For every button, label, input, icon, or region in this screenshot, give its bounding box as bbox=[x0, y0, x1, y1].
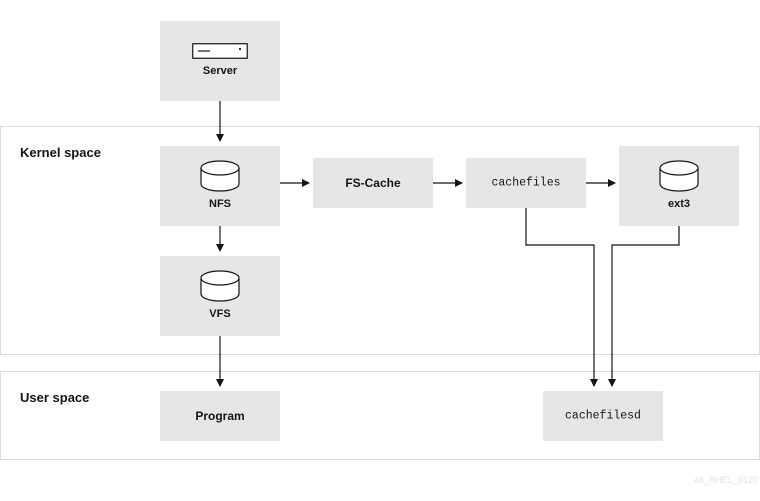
ext3-node: ext3 bbox=[619, 146, 739, 226]
server-node: Server bbox=[160, 21, 280, 101]
nfs-label: NFS bbox=[209, 198, 231, 210]
server-icon bbox=[192, 43, 248, 59]
nfs-node: NFS bbox=[160, 146, 280, 226]
program-label: Program bbox=[195, 409, 245, 423]
cachefiles-node: cachefiles bbox=[466, 158, 586, 208]
server-label: Server bbox=[202, 65, 238, 77]
fscache-node: FS-Cache bbox=[313, 158, 433, 208]
program-node: Program bbox=[160, 391, 280, 441]
cachefilesd-node: cachefilesd bbox=[543, 391, 663, 441]
vfs-label: VFS bbox=[209, 308, 231, 320]
kernel-space-label: Kernel space bbox=[20, 145, 101, 160]
vfs-node: VFS bbox=[160, 256, 280, 336]
arrow-cachefiles-to-cachefilesd bbox=[525, 208, 598, 387]
image-id-watermark: 46_RHEL_0120 bbox=[693, 475, 758, 485]
cachefilesd-label: cachefilesd bbox=[565, 409, 641, 423]
database-icon bbox=[200, 270, 240, 302]
ext3-label: ext3 bbox=[667, 198, 691, 210]
user-space-label: User space bbox=[20, 390, 90, 405]
database-icon bbox=[659, 160, 699, 192]
database-icon bbox=[200, 160, 240, 192]
cachefiles-label: cachefiles bbox=[491, 176, 561, 190]
arrow-ext3-to-cachefilesd bbox=[608, 226, 680, 387]
fscache-label: FS-Cache bbox=[345, 176, 401, 190]
